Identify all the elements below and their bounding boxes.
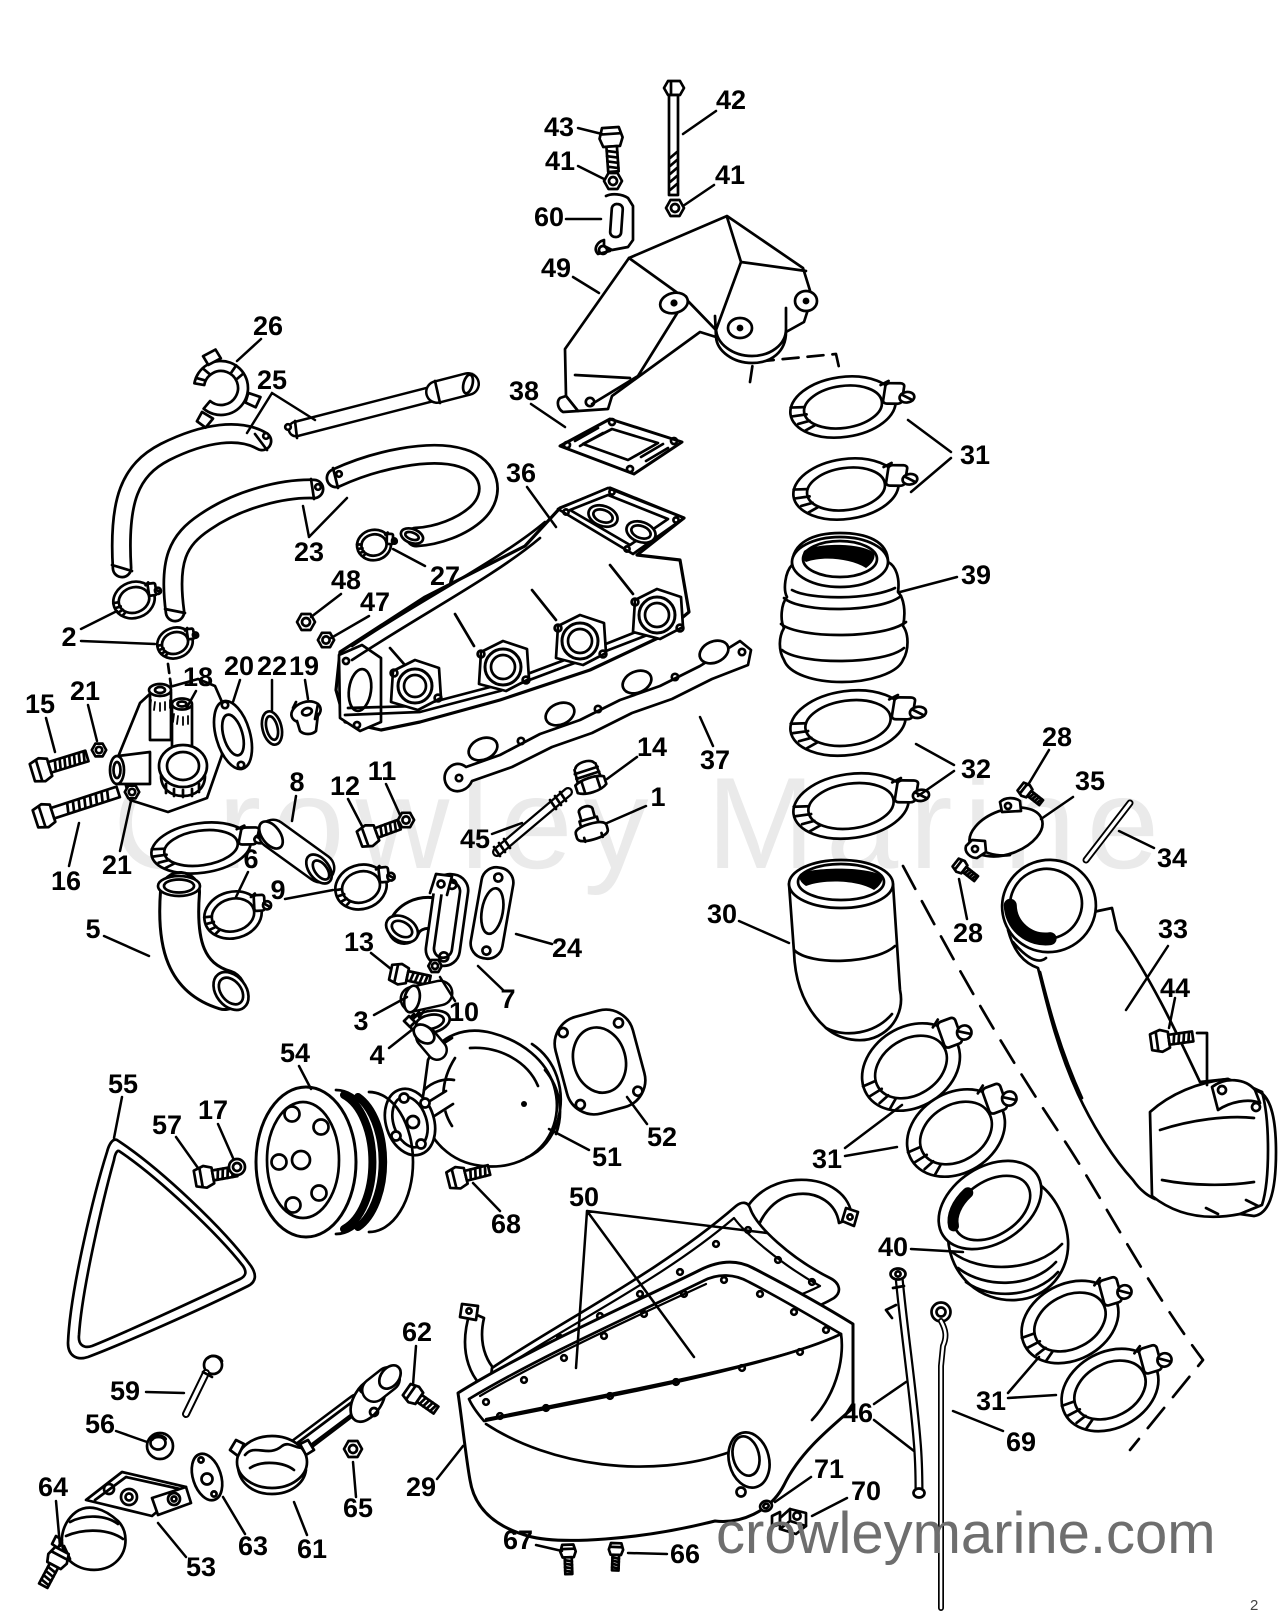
svg-text:71: 71 [814, 1454, 844, 1484]
svg-text:10: 10 [449, 997, 479, 1027]
svg-text:41: 41 [715, 160, 745, 190]
svg-text:34: 34 [1157, 843, 1187, 873]
svg-text:63: 63 [238, 1531, 268, 1561]
svg-text:56: 56 [85, 1409, 115, 1439]
svg-text:70: 70 [851, 1476, 881, 1506]
svg-text:18: 18 [183, 662, 213, 692]
svg-text:57: 57 [152, 1110, 182, 1140]
svg-text:46: 46 [843, 1398, 873, 1428]
svg-text:37: 37 [700, 745, 730, 775]
svg-text:8: 8 [289, 767, 304, 797]
svg-text:31: 31 [812, 1144, 842, 1174]
svg-text:15: 15 [25, 689, 55, 719]
svg-text:54: 54 [280, 1038, 310, 1068]
svg-text:55: 55 [108, 1069, 138, 1099]
svg-text:38: 38 [509, 376, 539, 406]
svg-text:62: 62 [402, 1317, 432, 1347]
svg-text:53: 53 [186, 1552, 216, 1582]
svg-text:50: 50 [569, 1182, 599, 1212]
svg-text:23: 23 [294, 537, 324, 567]
svg-text:29: 29 [406, 1472, 436, 1502]
svg-text:27: 27 [430, 561, 460, 591]
svg-text:48: 48 [331, 565, 361, 595]
svg-text:2: 2 [61, 622, 76, 652]
svg-text:26: 26 [253, 311, 283, 341]
svg-text:31: 31 [976, 1386, 1006, 1416]
svg-text:49: 49 [541, 253, 571, 283]
svg-text:25: 25 [257, 365, 287, 395]
svg-text:33: 33 [1158, 914, 1188, 944]
svg-text:61: 61 [297, 1534, 327, 1564]
svg-text:21: 21 [70, 676, 100, 706]
svg-text:1: 1 [650, 782, 665, 812]
svg-text:28: 28 [953, 918, 983, 948]
svg-text:67: 67 [503, 1525, 533, 1555]
svg-text:51: 51 [592, 1142, 622, 1172]
svg-text:6: 6 [243, 844, 258, 874]
svg-text:59: 59 [110, 1376, 140, 1406]
svg-text:crowleymarine.com: crowleymarine.com [716, 1501, 1216, 1566]
svg-text:43: 43 [544, 112, 574, 142]
svg-text:60: 60 [534, 202, 564, 232]
svg-text:12: 12 [330, 771, 360, 801]
svg-text:5: 5 [85, 914, 100, 944]
svg-text:36: 36 [506, 458, 536, 488]
svg-text:52: 52 [647, 1122, 677, 1152]
svg-text:21: 21 [102, 850, 132, 880]
svg-text:64: 64 [38, 1472, 68, 1502]
svg-text:11: 11 [368, 756, 397, 786]
svg-text:42: 42 [716, 85, 746, 115]
svg-text:45: 45 [460, 824, 490, 854]
svg-text:16: 16 [51, 866, 81, 896]
svg-text:4: 4 [369, 1040, 384, 1070]
svg-text:20: 20 [224, 651, 254, 681]
svg-text:30: 30 [707, 899, 737, 929]
svg-text:40: 40 [878, 1232, 908, 1262]
svg-text:3: 3 [353, 1006, 368, 1036]
svg-text:9: 9 [270, 875, 285, 905]
svg-text:13: 13 [344, 927, 374, 957]
svg-text:7: 7 [500, 984, 515, 1014]
svg-text:66: 66 [670, 1539, 700, 1569]
svg-text:24: 24 [552, 933, 582, 963]
svg-text:31: 31 [960, 440, 990, 470]
svg-text:65: 65 [343, 1493, 373, 1523]
svg-text:17: 17 [198, 1095, 228, 1125]
svg-text:28: 28 [1042, 722, 1072, 752]
svg-text:39: 39 [961, 560, 991, 590]
svg-text:44: 44 [1160, 973, 1190, 1003]
svg-text:47: 47 [360, 587, 390, 617]
svg-text:69: 69 [1006, 1427, 1036, 1457]
svg-text:41: 41 [545, 146, 575, 176]
svg-text:2: 2 [1250, 1597, 1258, 1614]
svg-text:19: 19 [289, 651, 319, 681]
svg-text:35: 35 [1075, 766, 1105, 796]
svg-text:32: 32 [961, 754, 991, 784]
svg-text:68: 68 [491, 1209, 521, 1239]
svg-text:14: 14 [637, 732, 667, 762]
svg-text:22: 22 [257, 651, 287, 681]
